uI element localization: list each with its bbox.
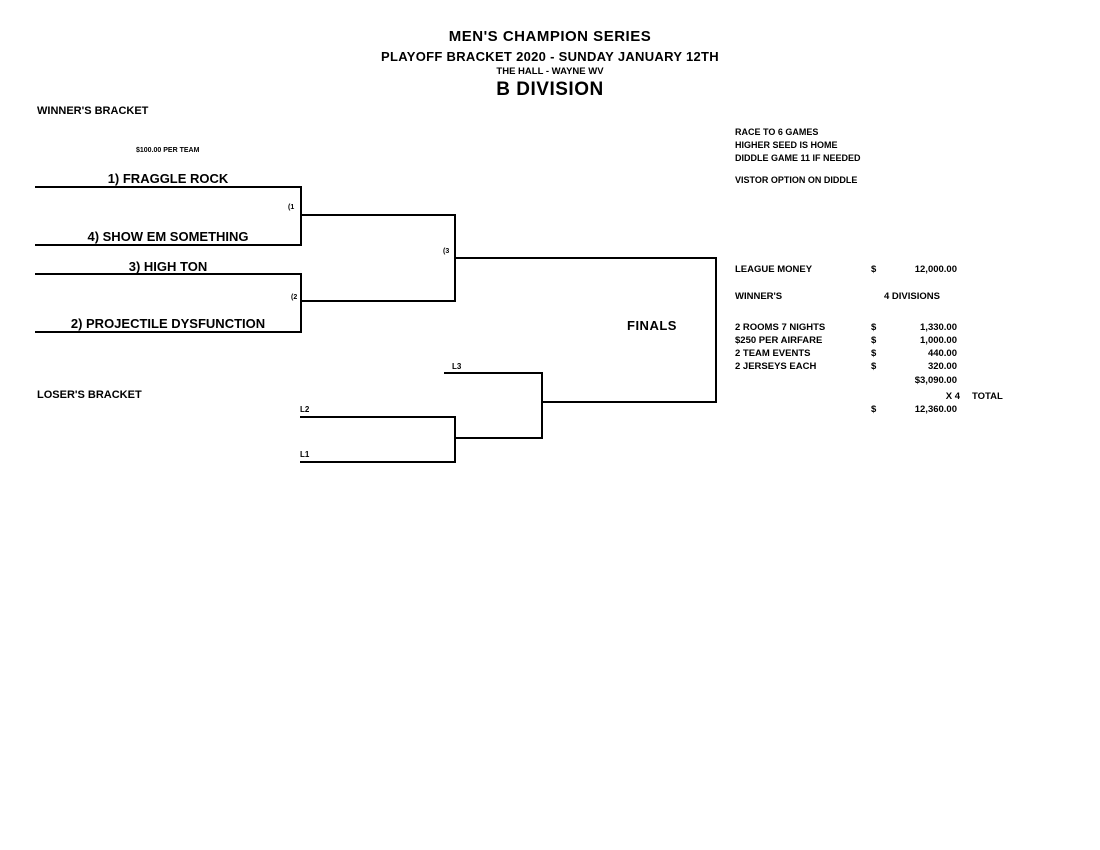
total-currency: $ — [871, 404, 877, 415]
rule-diddle: DIDDLE GAME 11 IF NEEDED — [735, 153, 861, 163]
bracket-connector-l1l2 — [454, 416, 456, 463]
bracket-line-game3-winner — [454, 257, 717, 259]
page-subtitle: PLAYOFF BRACKET 2020 - SUNDAY JANUARY 12… — [381, 49, 719, 64]
bracket-line-game2-winner — [300, 300, 456, 302]
total-label: TOTAL — [972, 391, 1003, 402]
bracket-connector-game1 — [300, 186, 302, 246]
venue-line: THE HALL - WAYNE WV — [496, 66, 604, 77]
rule-seed: HIGHER SEED IS HOME — [735, 140, 838, 150]
slot-l3-label: L3 — [452, 362, 462, 371]
rule-visitor: VISTOR OPTION ON DIDDLE — [735, 175, 858, 185]
entry-fee-label: $100.00 PER TEAM — [136, 147, 200, 154]
league-money-currency: $ — [871, 264, 877, 275]
game1-label: (1 — [288, 204, 295, 211]
bracket-line-l1 — [300, 461, 456, 463]
winners-row-value: 4 DIVISIONS — [884, 291, 940, 302]
game2-label: (2 — [291, 294, 298, 301]
bracket-line-seed3 — [35, 273, 302, 275]
expense-currency: $ — [871, 335, 877, 346]
expense-amount: 1,000.00 — [920, 335, 957, 346]
bracket-line-seed1 — [35, 186, 302, 188]
team-seed3: 3) HIGH TON — [128, 259, 208, 274]
division-title: B DIVISION — [496, 79, 604, 100]
slot-l2-label: L2 — [300, 405, 310, 414]
expense-label: $250 PER AIRFARE — [735, 335, 823, 346]
bracket-line-loser-champ — [541, 401, 717, 403]
finals-connector — [715, 257, 717, 403]
expense-currency: $ — [871, 322, 877, 333]
slot-l1-label: L1 — [300, 450, 310, 459]
rule-race: RACE TO 6 GAMES — [735, 127, 819, 137]
multiplier-value: X 4 — [945, 391, 960, 402]
bracket-connector-loser-final — [541, 372, 543, 439]
expense-amount: 1,330.00 — [920, 322, 957, 333]
expense-label: 2 JERSEYS EACH — [735, 361, 817, 372]
expense-currency: $ — [871, 348, 877, 359]
bracket-line-l3 — [444, 372, 542, 374]
bracket-connector-game2 — [300, 273, 302, 333]
bracket-line-seed4 — [35, 244, 302, 246]
team-seed4: 4) SHOW EM SOMETHING — [87, 229, 249, 244]
team-seed1: 1) FRAGGLE ROCK — [107, 171, 229, 186]
finals-label: FINALS — [627, 318, 677, 333]
bracket-line-l1l2-winner — [454, 437, 543, 439]
expense-subtotal: $3,090.00 — [914, 375, 957, 386]
expense-currency: $ — [871, 361, 877, 372]
game3-label: (3 — [443, 248, 450, 255]
winners-bracket-label: WINNER'S BRACKET — [37, 105, 149, 117]
bracket-line-l2 — [300, 416, 456, 418]
losers-bracket-label: LOSER'S BRACKET — [37, 389, 142, 401]
page-title: MEN'S CHAMPION SERIES — [448, 28, 652, 45]
bracket-line-game1-winner — [300, 214, 456, 216]
winners-row-label: WINNER'S — [735, 291, 783, 302]
expense-amount: 440.00 — [927, 348, 957, 359]
expense-amount: 320.00 — [927, 361, 957, 372]
expense-label: 2 TEAM EVENTS — [735, 348, 811, 359]
bracket-line-seed2 — [35, 331, 302, 333]
expense-label: 2 ROOMS 7 NIGHTS — [735, 322, 826, 333]
team-seed2: 2) PROJECTILE DYSFUNCTION — [70, 316, 266, 331]
total-amount: 12,360.00 — [914, 404, 957, 415]
league-money-amount: 12,000.00 — [914, 264, 957, 275]
league-money-label: LEAGUE MONEY — [735, 264, 813, 275]
